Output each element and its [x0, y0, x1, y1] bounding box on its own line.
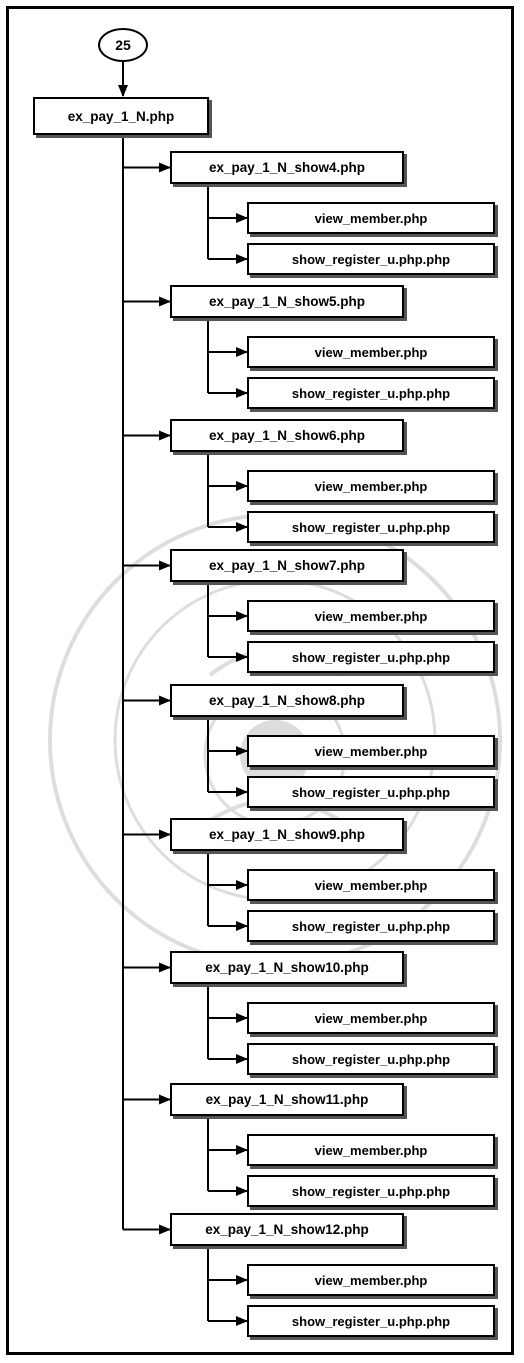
child-page-label: view_member.php [314, 1010, 428, 1026]
child-page-label: view_member.php [314, 877, 428, 893]
child-page-box: show_register_u.php.php [247, 910, 495, 942]
child-page-box: view_member.php [247, 470, 495, 502]
child-page-label: show_register_u.php.php [291, 1313, 451, 1329]
parent-page-label: ex_pay_1_N_show6.php [208, 428, 366, 443]
parent-page-label: ex_pay_1_N_show7.php [208, 558, 366, 573]
parent-page-box: ex_pay_1_N_show5.php [170, 285, 404, 318]
parent-page-label: ex_pay_1_N_show12.php [205, 1222, 369, 1237]
child-page-box: show_register_u.php.php [247, 776, 495, 808]
root-page-label: ex_pay_1_N.php [67, 108, 175, 124]
parent-page-box: ex_pay_1_N_show10.php [170, 951, 404, 984]
parent-page-box: ex_pay_1_N_show12.php [170, 1213, 404, 1246]
child-page-box: view_member.php [247, 600, 495, 632]
child-page-box: view_member.php [247, 336, 495, 368]
child-page-box: view_member.php [247, 1002, 495, 1034]
child-page-label: view_member.php [314, 743, 428, 759]
child-page-label: view_member.php [314, 608, 428, 624]
child-page-label: view_member.php [314, 210, 428, 226]
parent-page-label: ex_pay_1_N_show8.php [208, 693, 366, 708]
child-page-box: view_member.php [247, 1264, 495, 1296]
child-page-label: show_register_u.php.php [291, 1183, 451, 1199]
connector-label: 25 [115, 37, 131, 53]
child-page-box: show_register_u.php.php [247, 511, 495, 543]
child-page-box: show_register_u.php.php [247, 377, 495, 409]
parent-page-label: ex_pay_1_N_show9.php [208, 827, 366, 842]
child-page-box: show_register_u.php.php [247, 1175, 495, 1207]
child-page-box: show_register_u.php.php [247, 1305, 495, 1337]
parent-page-box: ex_pay_1_N_show4.php [170, 151, 404, 184]
child-page-box: show_register_u.php.php [247, 641, 495, 673]
child-page-label: show_register_u.php.php [291, 251, 451, 267]
parent-page-box: ex_pay_1_N_show9.php [170, 818, 404, 851]
child-page-label: show_register_u.php.php [291, 784, 451, 800]
child-page-label: show_register_u.php.php [291, 1051, 451, 1067]
root-page-box: ex_pay_1_N.php [33, 97, 209, 135]
child-page-label: view_member.php [314, 478, 428, 494]
parent-page-box: ex_pay_1_N_show6.php [170, 419, 404, 452]
child-page-label: show_register_u.php.php [291, 519, 451, 535]
child-page-box: view_member.php [247, 202, 495, 234]
child-page-label: show_register_u.php.php [291, 918, 451, 934]
child-page-box: show_register_u.php.php [247, 243, 495, 275]
parent-page-label: ex_pay_1_N_show11.php [205, 1092, 369, 1107]
child-page-label: view_member.php [314, 1142, 428, 1158]
parent-page-label: ex_pay_1_N_show5.php [208, 294, 366, 309]
child-page-label: view_member.php [314, 1272, 428, 1288]
child-page-box: show_register_u.php.php [247, 1043, 495, 1075]
child-page-box: view_member.php [247, 869, 495, 901]
child-page-label: show_register_u.php.php [291, 649, 451, 665]
parent-page-label: ex_pay_1_N_show10.php [205, 960, 369, 975]
parent-page-label: ex_pay_1_N_show4.php [208, 160, 366, 175]
connector-25: 25 [98, 28, 148, 62]
child-page-box: view_member.php [247, 1134, 495, 1166]
parent-page-box: ex_pay_1_N_show11.php [170, 1083, 404, 1116]
child-page-label: view_member.php [314, 344, 428, 360]
diagram-frame [6, 6, 514, 1355]
parent-page-box: ex_pay_1_N_show8.php [170, 684, 404, 717]
child-page-box: view_member.php [247, 735, 495, 767]
parent-page-box: ex_pay_1_N_show7.php [170, 549, 404, 582]
child-page-label: show_register_u.php.php [291, 385, 451, 401]
